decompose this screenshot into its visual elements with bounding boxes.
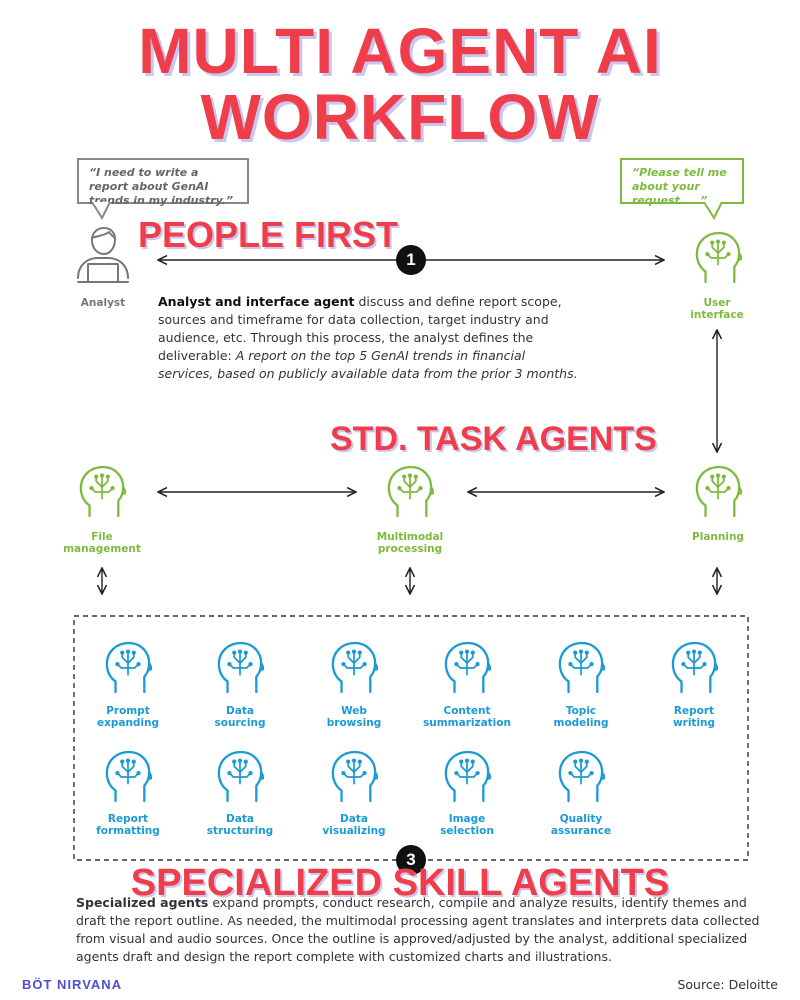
topic-modeling-agent-icon xyxy=(557,640,605,694)
specialized-agent-label: Report formatting xyxy=(96,813,160,837)
content-summarization-agent-icon xyxy=(443,640,491,694)
quality-assurance-agent-icon xyxy=(557,749,605,803)
specialized-agent-label: Content summarization xyxy=(423,705,511,729)
std-agent-label: Planning xyxy=(692,531,744,543)
bot-nirvana-logo: BÖT NIRVANA xyxy=(22,977,123,992)
data-sourcing-agent-icon xyxy=(216,640,264,694)
step-1-badge: 1 xyxy=(396,245,426,275)
description3-bold: Specialized agents xyxy=(76,895,209,910)
specialized-agent-label: Web browsing xyxy=(326,705,382,729)
interface-bubble-tail xyxy=(703,202,723,221)
planning-agent-icon xyxy=(694,464,742,518)
user-interface-agent-icon xyxy=(694,230,742,284)
specialized-agent-label: Quality assurance xyxy=(550,813,612,837)
prompt-expanding-agent-icon xyxy=(104,640,152,694)
section-people-first: PEOPLE FIRST xyxy=(138,214,399,255)
analyst-interface-description: Analyst and interface agent discuss and … xyxy=(158,293,578,383)
description3-text: expand prompts, conduct research, compil… xyxy=(76,895,760,964)
multimodal-processing-agent-icon xyxy=(386,464,434,518)
std-agent-label: File management xyxy=(63,531,141,555)
report-writing-agent-icon xyxy=(670,640,718,694)
description1-bold: Analyst and interface agent xyxy=(158,294,355,309)
specialized-agent-label: Data visualizing xyxy=(322,813,386,837)
analyst-label: Analyst xyxy=(80,297,126,309)
interface-speech-bubble: “Please tell me about your request ....” xyxy=(620,158,744,207)
std-agent-label: Multimodal processing xyxy=(376,531,444,555)
report-formatting-agent-icon xyxy=(104,749,152,803)
data-visualizing-agent-icon xyxy=(330,749,378,803)
specialized-agent-label: Data structuring xyxy=(206,813,274,837)
user-interface-label: User interface xyxy=(690,297,744,321)
specialized-agent-label: Topic modeling xyxy=(553,705,609,729)
analyst-speech-bubble: “I need to write a report about GenAI tr… xyxy=(77,158,249,207)
specialized-agent-label: Report writing xyxy=(672,705,716,729)
source-credit: Source: Deloitte xyxy=(677,977,778,992)
title-line-1: MULTI AGENT AI xyxy=(138,15,662,87)
web-browsing-agent-icon xyxy=(330,640,378,694)
specialized-agent-label: Prompt expanding xyxy=(96,705,160,729)
analyst-person-icon xyxy=(77,227,129,283)
section-std-task-agents: STD. TASK AGENTS xyxy=(330,420,657,458)
section-specialized-skill-agents: SPECIALIZED SKILL AGENTS xyxy=(130,862,670,904)
description1-text: discuss and define report scope, sources… xyxy=(158,294,562,363)
title-line-2: WORKFLOW xyxy=(200,81,600,153)
specialized-agents-description: Specialized agents expand prompts, condu… xyxy=(76,894,766,966)
step-3-badge: 3 xyxy=(396,845,426,875)
data-structuring-agent-icon xyxy=(216,749,264,803)
description1-italic: A report on the top 5 GenAI trends in fi… xyxy=(158,348,578,381)
specialized-agent-label: Data sourcing xyxy=(214,705,266,729)
image-selection-agent-icon xyxy=(443,749,491,803)
analyst-bubble-tail xyxy=(91,202,111,221)
specialized-agent-label: Image selection xyxy=(440,813,494,837)
file-management-agent-icon xyxy=(78,464,126,518)
